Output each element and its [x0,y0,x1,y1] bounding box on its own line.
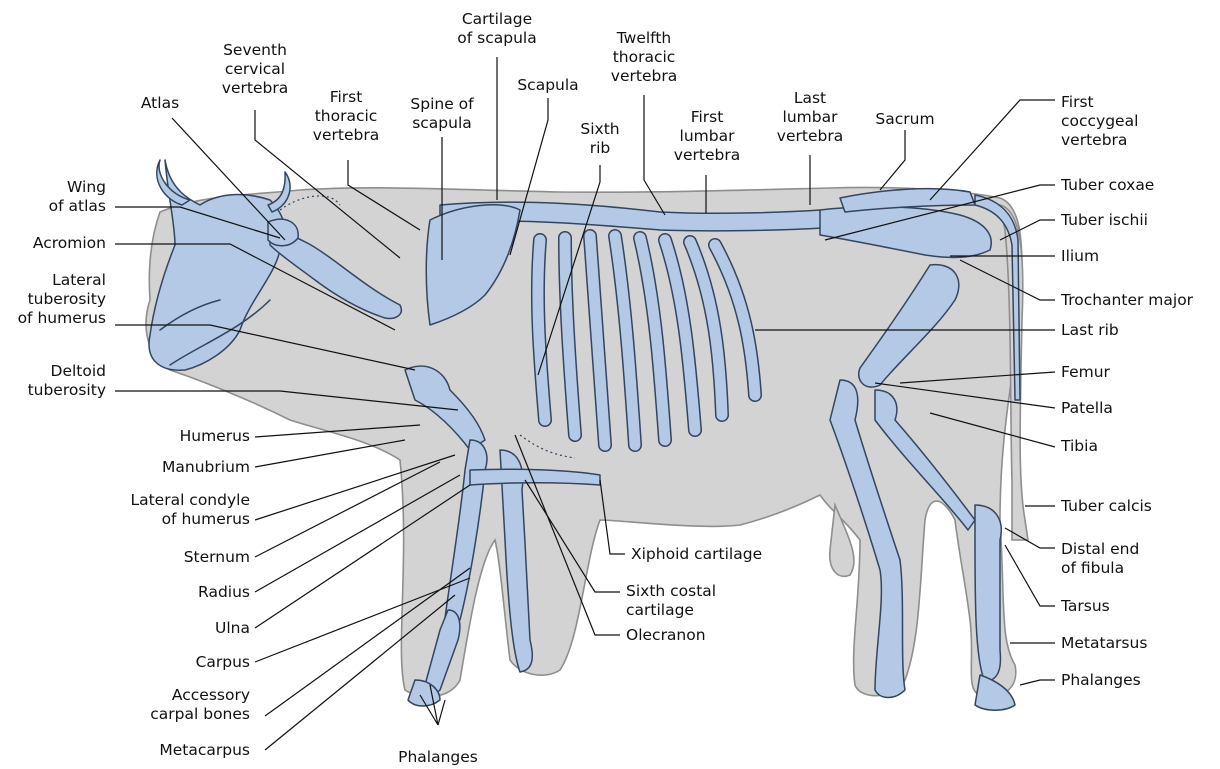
label-lateral-condyle-of-humerus: Lateral condyle of humerus [130,491,250,529]
label-sternum: Sternum [184,548,250,567]
label-xiphoid-cartilage: Xiphoid cartilage [631,545,762,564]
label-trochanter-major: Trochanter major [1061,291,1193,310]
label-metacarpus: Metacarpus [159,741,250,760]
label-lateral-tuberosity-of-humerus: Lateral tuberosity of humerus [18,271,106,328]
label-ulna: Ulna [215,619,250,638]
label-sixth-costal-cartilage: Sixth costal cartilage [626,582,716,620]
label-humerus: Humerus [180,427,250,446]
label-manubrium: Manubrium [162,458,250,477]
label-twelfth-thoracic-vertebra: Twelfth thoracic vertebra [611,29,677,86]
label-patella: Patella [1061,399,1113,418]
label-atlas: Atlas [141,94,179,113]
label-sacrum: Sacrum [875,110,934,129]
label-tuber-calcis: Tuber calcis [1061,497,1152,516]
label-phalanges-fore: Phalanges [398,748,478,767]
label-radius: Radius [198,583,250,602]
label-wing-of-atlas: Wing of atlas [49,178,106,216]
label-cartilage-of-scapula: Cartilage of scapula [457,10,536,48]
label-scapula: Scapula [517,76,578,95]
label-phalanges-hind: Phalanges [1061,671,1141,690]
label-last-rib: Last rib [1061,321,1119,340]
label-first-lumbar-vertebra: First lumbar vertebra [674,108,740,165]
label-seventh-cervical-vertebra: Seventh cervical vertebra [222,41,288,98]
label-tuber-coxae: Tuber coxae [1061,176,1154,195]
label-tuber-ischii: Tuber ischii [1061,211,1148,230]
label-acromion: Acromion [33,234,106,253]
label-tarsus: Tarsus [1061,597,1110,616]
label-olecranon: Olecranon [626,626,706,645]
label-carpus: Carpus [196,653,250,672]
atlas-bone [268,219,298,245]
label-spine-of-scapula: Spine of scapula [410,95,473,133]
label-femur: Femur [1061,363,1110,382]
label-first-thoracic-vertebra: First thoracic vertebra [313,88,379,145]
label-tibia: Tibia [1061,437,1098,456]
label-sixth-rib: Sixth rib [580,120,619,158]
label-deltoid-tuberosity: Deltoid tuberosity [28,362,106,400]
label-distal-end-of-fibula: Distal end of fibula [1061,540,1139,578]
label-ilium: Ilium [1061,247,1099,266]
label-last-lumbar-vertebra: Last lumbar vertebra [777,89,843,146]
label-accessory-carpal-bones: Accessory carpal bones [150,686,250,724]
hind-cannon-bone [975,505,1001,682]
label-metatarsus: Metatarsus [1061,634,1147,653]
label-first-coccygeal-vertebra: First coccygeal vertebra [1061,93,1138,150]
